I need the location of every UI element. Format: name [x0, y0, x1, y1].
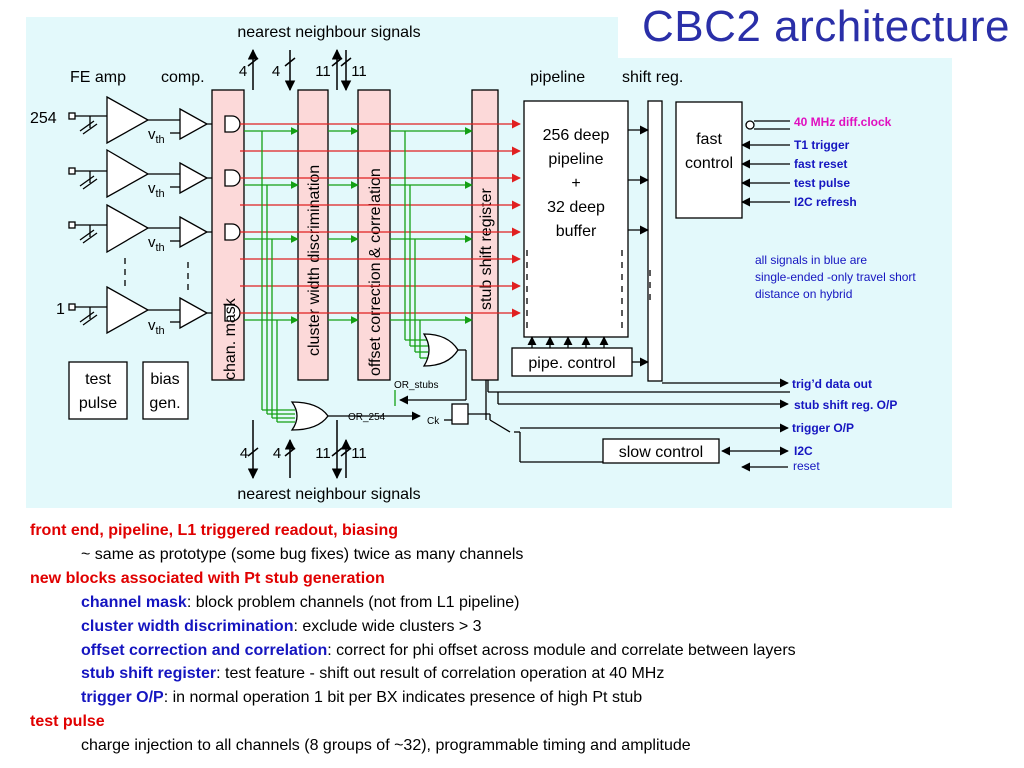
output-stub-shift-reg: stub shift reg. O/P	[794, 398, 897, 412]
vth-labels: vth vth vth vth	[148, 126, 165, 337]
notes-header-test-pulse: test pulse	[30, 713, 105, 731]
test-pulse-block	[68, 361, 128, 420]
or-stubs-label: OR_stubs	[394, 380, 438, 391]
notes-item-channel-mask: channel mask: block problem channels (no…	[81, 593, 520, 611]
svg-text:vth: vth	[148, 126, 165, 146]
top-neighbour-label: nearest neighbour signals	[237, 24, 420, 41]
notes-item-trigger-op: trigger O/P: in normal operation 1 bit p…	[81, 689, 643, 707]
pipe-control-block	[511, 347, 633, 377]
offset-correction-block	[357, 89, 391, 381]
svg-text:32 deep: 32 deep	[547, 199, 605, 216]
top-neighbour-arrows	[247, 48, 352, 92]
slow-control-label: slow control	[619, 444, 703, 461]
input-fast-reset: fast reset	[794, 157, 847, 171]
bus-width-bottom-3: 11	[315, 445, 331, 462]
input-i2c-refresh: I2C refresh	[794, 195, 857, 209]
notes-line-test-pulse: charge injection to all channels (8 grou…	[81, 737, 691, 755]
notes-header-frontend: front end, pipeline, L1 triggered readou…	[30, 522, 399, 539]
reset-label: reset	[793, 459, 820, 473]
pipe-control-label: pipe. control	[528, 355, 615, 372]
i2c-label: I2C	[794, 444, 813, 458]
channel-1-label: 1	[56, 301, 65, 318]
shift-reg-label: shift reg.	[622, 69, 683, 86]
fast-control-label-2: control	[685, 155, 733, 172]
fast-control-input-labels: 40 MHz diff.clock T1 trigger fast reset …	[794, 115, 892, 209]
pipeline-dashes	[526, 250, 623, 330]
bus-width-top-2: 4	[272, 63, 280, 80]
output-lines	[487, 378, 790, 433]
fast-control-label-1: fast	[696, 131, 722, 148]
svg-text:256 deep: 256 deep	[543, 127, 610, 144]
or-gates	[290, 333, 459, 431]
offset-correction-label: offset correction & correlation	[367, 168, 384, 376]
pipeline-text: 256 deep pipeline + 32 deep buffer	[543, 127, 610, 240]
svg-text:vth: vth	[148, 317, 165, 337]
bottom-neighbour-label: nearest neighbour signals	[237, 486, 420, 503]
trigger-switch	[444, 380, 521, 462]
or-gate-outputs	[328, 349, 467, 421]
notes-item-cluster-width: cluster width discrimination: exclude wi…	[81, 617, 482, 635]
notes-header-stub: new blocks associated with Pt stub gener…	[30, 569, 385, 587]
svg-text:buffer: buffer	[556, 223, 597, 240]
notes-line-frontend: ~ same as prototype (some bug fixes) twi…	[81, 545, 524, 563]
cluster-width-label: cluster width discrimination	[306, 165, 323, 356]
bias-gen-block	[142, 361, 189, 420]
input-t1-trigger: T1 trigger	[794, 138, 850, 152]
bias-gen-label-2: gen.	[149, 395, 180, 412]
svg-text:single-ended -only travel shor: single-ended -only travel short	[755, 270, 916, 284]
bus-width-top-3: 11	[315, 63, 331, 80]
green-stub-lines	[244, 127, 473, 423]
slow-control-block	[602, 438, 720, 464]
notes-item-stub-shift-register: stub shift register: test feature - shif…	[81, 665, 665, 683]
bus-width-top-1: 4	[239, 63, 247, 80]
output-trigd-data: trig’d data out	[792, 377, 872, 391]
mask-and-gates	[224, 115, 241, 322]
svg-text:distance on hybrid: distance on hybrid	[755, 287, 852, 301]
cluster-width-block	[297, 89, 329, 381]
test-pulse-label-2: pulse	[79, 395, 117, 412]
ck-label: Ck	[427, 416, 440, 427]
output-labels: trig’d data out stub shift reg. O/P trig…	[792, 377, 897, 435]
svg-text:vth: vth	[148, 234, 165, 254]
or-254-label: OR_254	[348, 412, 386, 423]
input-clock: 40 MHz diff.clock	[794, 115, 892, 129]
fast-control-inputs	[741, 120, 790, 207]
comp-label: comp.	[161, 69, 205, 86]
bias-gen-label-1: bias	[150, 371, 179, 388]
diagram-panel-right	[618, 58, 952, 508]
pipeline-label: pipeline	[530, 69, 585, 86]
fe-amp-label: FE amp	[70, 69, 126, 86]
fast-control-block	[675, 101, 743, 219]
page-title: CBC2 architecture	[642, 2, 1010, 51]
output-trigger: trigger O/P	[792, 421, 854, 435]
red-data-lines	[240, 119, 521, 318]
stub-shift-register-block	[471, 89, 499, 381]
pipeline-to-shiftreg	[628, 125, 649, 235]
pipe-control-arrows	[527, 336, 649, 367]
pipeline-block	[523, 100, 629, 338]
ck-flipflop	[451, 403, 469, 425]
chan-mask-label: chan. mask	[222, 297, 239, 380]
svg-text:pipeline: pipeline	[548, 151, 603, 168]
shift-reg-block	[647, 100, 663, 382]
channel-254-label: 254	[30, 110, 57, 127]
notes-item-offset-correction: offset correction and correlation: corre…	[81, 641, 796, 659]
blue-signal-note: all signals in blue are single-ended -on…	[755, 253, 916, 301]
notes-section: front end, pipeline, L1 triggered readou…	[30, 519, 1010, 758]
bus-width-bottom-2: 4	[273, 445, 281, 462]
svg-text:+: +	[571, 175, 580, 192]
bus-width-bottom-1: 4	[240, 445, 248, 462]
bottom-neighbour-arrows	[247, 420, 352, 480]
svg-text:vth: vth	[148, 180, 165, 200]
test-pulse-label-1: test	[85, 371, 111, 388]
bus-width-top-4: 11	[351, 63, 367, 80]
input-test-pulse: test pulse	[794, 176, 850, 190]
bus-width-bottom-4: 11	[351, 445, 367, 462]
stub-shift-register-label: stub shift register	[478, 188, 495, 311]
svg-text:all signals in blue are: all signals in blue are	[755, 253, 867, 267]
architecture-diagram: nearest neighbour signals nearest neighb…	[26, 17, 952, 508]
